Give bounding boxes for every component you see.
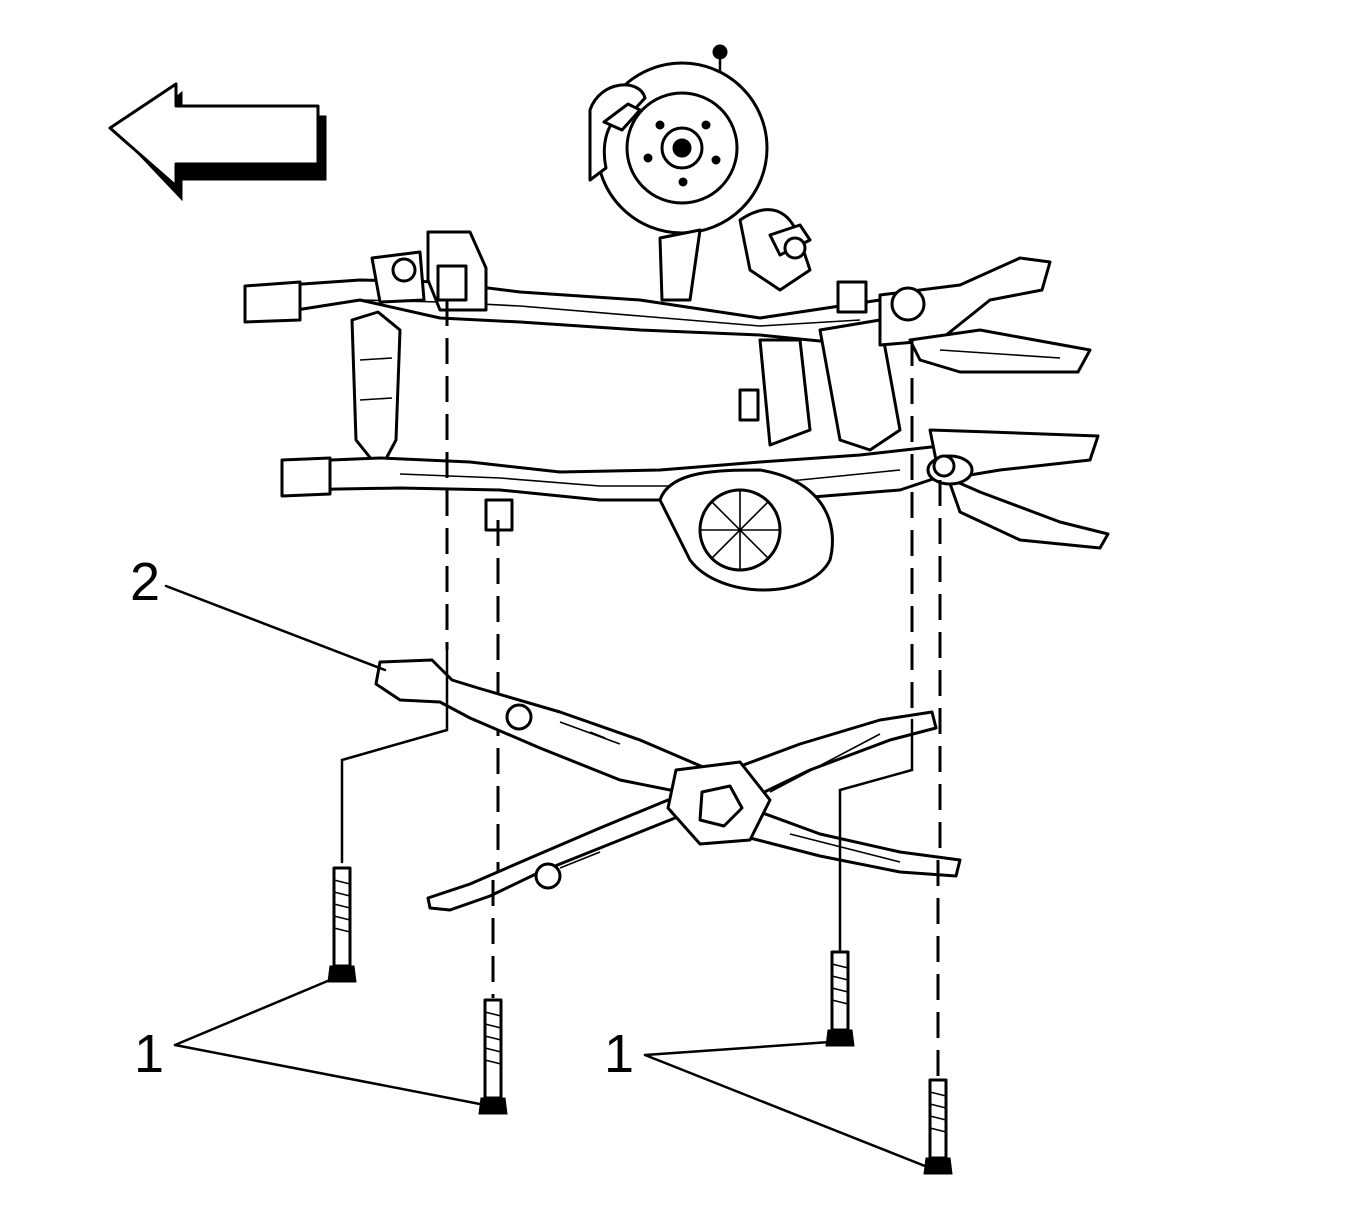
callout-brace: 2 <box>130 552 160 612</box>
arrow-left-icon <box>108 82 327 202</box>
bolt-front-center <box>478 880 508 1115</box>
engine-cradle-frame <box>243 230 1110 592</box>
alignment-lines <box>445 300 942 880</box>
x-brace <box>374 658 962 912</box>
leader-lines <box>164 584 932 1170</box>
callout-bolts-right: 1 <box>604 1024 634 1084</box>
bolt-rear-center <box>825 718 914 1047</box>
bolt-front-left <box>327 648 449 983</box>
callout-bolts-left: 1 <box>134 1024 164 1084</box>
bolt-rear-right <box>923 860 953 1175</box>
brake-rotor-assembly <box>588 44 812 302</box>
